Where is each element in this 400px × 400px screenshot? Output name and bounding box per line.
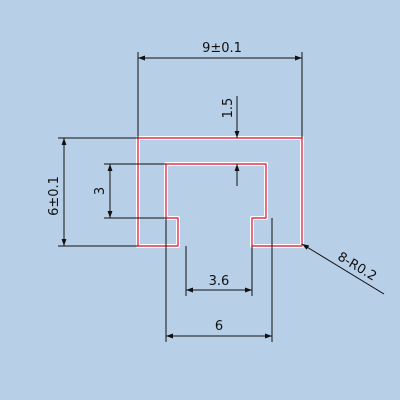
dim-overall-width-label: 9±0.1	[202, 41, 242, 56]
profile-outline	[137, 137, 303, 247]
dim-corner-radius-label: 8-R0.2	[335, 250, 379, 285]
dim-overall-height-label: 6±0.1	[47, 176, 62, 216]
dim-slot-opening-label: 3.6	[209, 274, 230, 289]
dim-stem-width-label: 6	[215, 319, 223, 334]
profile-glow	[136, 136, 304, 248]
dim-slot-depth-label: 3	[93, 187, 108, 195]
leader-line-corner-radius	[301, 243, 385, 295]
dim-wall-thickness-label: 1.5	[221, 98, 236, 119]
